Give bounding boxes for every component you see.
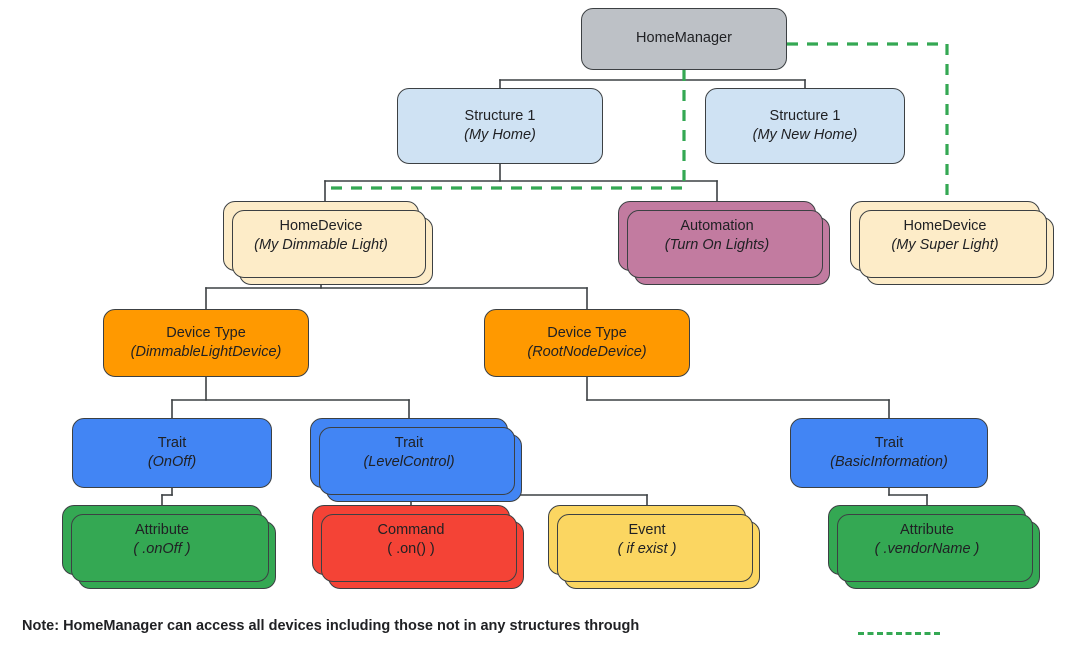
- trait-basicinformation-node[interactable]: Trait (BasicInformation): [790, 418, 988, 488]
- structure-my-new-home-title: Structure 1: [769, 107, 841, 124]
- device-type-rootnodedevice-subtitle: (RootNodeDevice): [527, 344, 647, 360]
- footer-note: Note: HomeManager can access all devices…: [22, 618, 640, 634]
- structure-my-new-home-subtitle: (My New Home): [752, 127, 858, 143]
- trait-levelcontrol-subtitle: (LevelControl): [363, 454, 455, 470]
- attribute-onoff-subtitle: ( .onOff ): [133, 541, 191, 557]
- device-type-rootnodedevice-node[interactable]: Device Type (RootNodeDevice): [484, 309, 690, 377]
- structure-my-home-node[interactable]: Structure 1 (My Home): [397, 88, 603, 164]
- trait-levelcontrol-title: Trait: [394, 434, 424, 451]
- home-device-my-super-light-node[interactable]: HomeDevice (My Super Light): [850, 201, 1054, 285]
- event-if-exist-title: Event: [628, 521, 666, 538]
- command-on-subtitle: ( .on() ): [387, 541, 435, 557]
- home-device-my-dimmable-light-subtitle: (My Dimmable Light): [254, 237, 388, 253]
- device-type-dimmablelightdevice-subtitle: (DimmableLightDevice): [130, 344, 282, 360]
- trait-levelcontrol-node[interactable]: Trait (LevelControl): [310, 418, 522, 502]
- home-manager-node[interactable]: HomeManager: [581, 8, 787, 70]
- trait-basicinformation-title: Trait: [874, 434, 904, 451]
- event-if-exist-subtitle: ( if exist ): [617, 541, 677, 557]
- attribute-vendorname-subtitle: ( .vendorName ): [874, 541, 980, 557]
- structure-my-home-title: Structure 1: [464, 107, 536, 124]
- home-device-my-dimmable-light-node[interactable]: HomeDevice (My Dimmable Light): [223, 201, 433, 285]
- automation-turn-on-lights-title: Automation: [680, 217, 754, 234]
- trait-onoff-node[interactable]: Trait (OnOff): [72, 418, 272, 488]
- automation-turn-on-lights-subtitle: (Turn On Lights): [664, 237, 770, 253]
- device-type-dimmablelightdevice-title: Device Type: [166, 324, 246, 341]
- dashed-green-line-legend-icon: [858, 632, 940, 635]
- trait-onoff-title: Trait: [157, 434, 187, 451]
- structure-my-new-home-node[interactable]: Structure 1 (My New Home): [705, 88, 905, 164]
- home-manager-title: HomeManager: [636, 30, 732, 47]
- device-type-dimmablelightdevice-node[interactable]: Device Type (DimmableLightDevice): [103, 309, 309, 377]
- trait-basicinformation-subtitle: (BasicInformation): [830, 454, 948, 470]
- trait-onoff-subtitle: (OnOff): [147, 454, 197, 470]
- attribute-vendorname-title: Attribute: [900, 521, 954, 538]
- attribute-onoff-title: Attribute: [135, 521, 189, 538]
- structure-my-home-subtitle: (My Home): [464, 127, 536, 143]
- home-device-my-super-light-subtitle: (My Super Light): [891, 237, 999, 253]
- command-on-title: Command: [377, 521, 445, 538]
- event-if-exist-node[interactable]: Event ( if exist ): [548, 505, 760, 589]
- device-type-rootnodedevice-title: Device Type: [547, 324, 627, 341]
- attribute-vendorname-node[interactable]: Attribute ( .vendorName ): [828, 505, 1040, 589]
- home-device-my-dimmable-light-title: HomeDevice: [279, 217, 363, 234]
- command-on-node[interactable]: Command ( .on() ): [312, 505, 524, 589]
- home-device-my-super-light-title: HomeDevice: [903, 217, 987, 234]
- automation-turn-on-lights-node[interactable]: Automation (Turn On Lights): [618, 201, 830, 285]
- attribute-onoff-node[interactable]: Attribute ( .onOff ): [62, 505, 276, 589]
